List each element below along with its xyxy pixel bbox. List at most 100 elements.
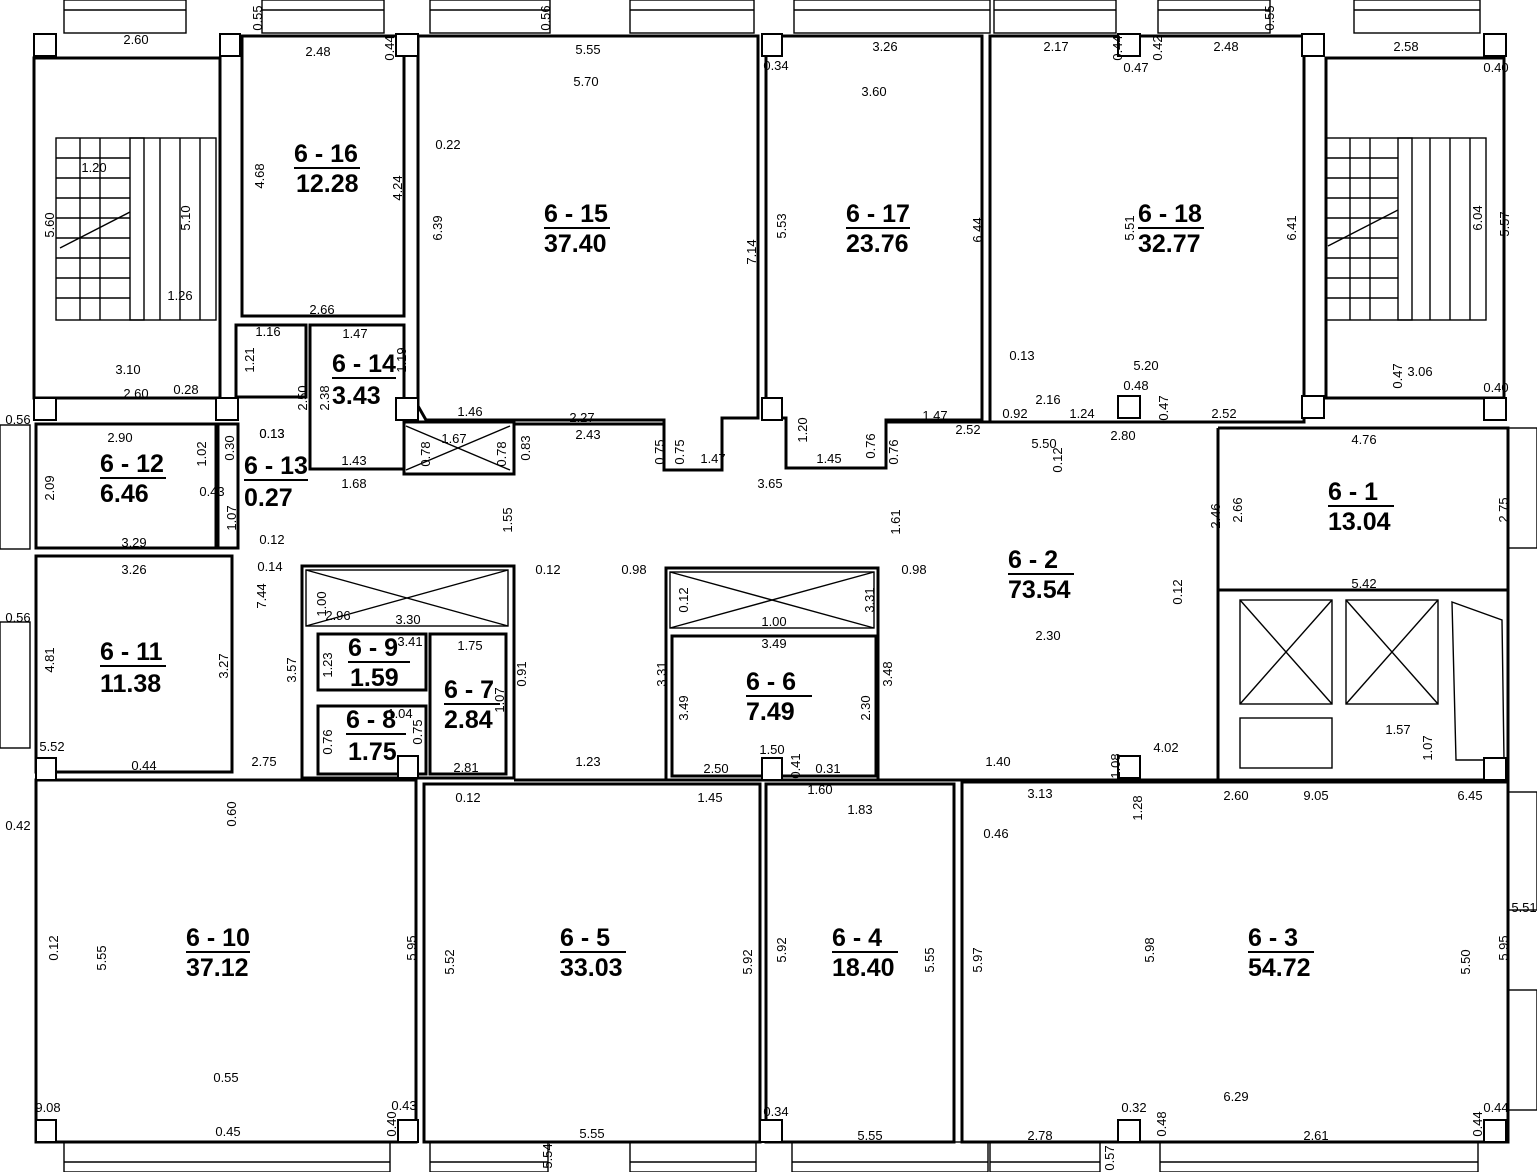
dimension-label: 0.57 xyxy=(1102,1145,1117,1170)
room-area: 54.72 xyxy=(1248,954,1311,982)
dimension-label: 0.41 xyxy=(788,753,803,778)
dimension-label: 0.44 xyxy=(1483,1100,1508,1115)
room-6-9: 6 - 9 1.59 xyxy=(348,634,410,692)
room-id: 6 - 1 xyxy=(1328,478,1378,506)
dimension-label: 3.06 xyxy=(1407,364,1432,379)
room-id: 6 - 17 xyxy=(846,200,910,228)
dimension-label: 5.95 xyxy=(404,935,419,960)
dimension-label: 4.81 xyxy=(42,647,57,672)
room-area: 18.40 xyxy=(832,954,895,982)
dimension-label: 0.34 xyxy=(763,1104,788,1119)
dimension-label: 1.43 xyxy=(341,453,366,468)
dimension-label: 0.76 xyxy=(863,433,878,458)
dimension-label: 5.50 xyxy=(1458,949,1473,974)
dimension-label: 2.52 xyxy=(1211,406,1236,421)
dimension-label: 1.45 xyxy=(697,790,722,805)
dimension-label: 1.47 xyxy=(700,451,725,466)
room-id: 6 - 6 xyxy=(746,668,796,696)
room-id: 6 - 3 xyxy=(1248,924,1298,952)
dimension-label: 2.61 xyxy=(1303,1128,1328,1143)
walls xyxy=(32,34,1510,1144)
dimension-label: 0.12 xyxy=(1050,447,1065,472)
room-id: 6 - 7 xyxy=(444,676,494,704)
dimension-label: 0.42 xyxy=(5,818,30,833)
dimension-label: 0.55 xyxy=(213,1070,238,1085)
dimension-label: 1.07 xyxy=(492,687,507,712)
dimension-label: 2.78 xyxy=(1027,1128,1052,1143)
dimension-label: 0.12 xyxy=(535,562,560,577)
dimension-label: 6.44 xyxy=(970,217,985,242)
dimension-label: 0.43 xyxy=(391,1098,416,1113)
room-area: 32.77 xyxy=(1138,230,1201,258)
room-area: 11.38 xyxy=(100,670,161,698)
dimension-label: 0.75 xyxy=(672,439,687,464)
dimension-label: 5.92 xyxy=(774,937,789,962)
dimension-label: 0.55 xyxy=(250,5,265,30)
dimension-label: 3.31 xyxy=(654,661,669,686)
dimension-label: 0.83 xyxy=(518,435,533,460)
room-area: 33.03 xyxy=(560,954,623,982)
dimension-label: 0.78 xyxy=(494,441,509,466)
room-6-14: 6 - 14 3.43 xyxy=(332,350,396,410)
dimension-label: 5.54 xyxy=(540,1143,555,1168)
dimension-label: 0.47 xyxy=(1390,363,1405,388)
dimension-label: 1.47 xyxy=(922,408,947,423)
room-6-17: 6 - 17 23.76 xyxy=(846,200,910,258)
dimension-label: 1.07 xyxy=(1420,735,1435,760)
dimension-label: 1.16 xyxy=(255,324,280,339)
dimension-label: 0.47 xyxy=(1123,60,1148,75)
dimension-label: 1.50 xyxy=(759,742,784,757)
room-area: 1.75 xyxy=(348,738,397,766)
dimension-label: 1.20 xyxy=(81,160,106,175)
room-id: 6 - 12 xyxy=(100,450,164,478)
room-6-5: 6 - 5 33.03 xyxy=(560,924,626,982)
dimension-label: 1.68 xyxy=(341,476,366,491)
dimension-label: 0.12 xyxy=(455,790,480,805)
dimension-label: 2.60 xyxy=(1223,788,1248,803)
dimension-label: 2.66 xyxy=(1230,497,1245,522)
room-6-6: 6 - 6 7.49 xyxy=(746,668,812,726)
dimension-label: 5.57 xyxy=(1497,211,1512,236)
dimension-label: 2.60 xyxy=(123,32,148,47)
dimension-label: 1.04 xyxy=(387,706,412,721)
room-6-18: 6 - 18 32.77 xyxy=(1138,200,1204,258)
dimension-label: 1.08 xyxy=(1108,753,1123,778)
dimension-label: 2.46 xyxy=(1208,503,1223,528)
room-6-3: 6 - 3 54.72 xyxy=(1248,924,1314,982)
dimension-label: 0.22 xyxy=(435,137,460,152)
dimension-label: 1.20 xyxy=(795,417,810,442)
dimension-label: 3.26 xyxy=(121,562,146,577)
room-6-13: 6 - 13 0.27 xyxy=(244,452,308,512)
room-6-12: 6 - 12 6.46 xyxy=(100,450,166,508)
dimension-label: 1.23 xyxy=(575,754,600,769)
dimension-label: 5.42 xyxy=(1351,576,1376,591)
dimension-label: 5.52 xyxy=(442,949,457,974)
room-id: 6 - 14 xyxy=(332,350,396,378)
dimension-label: 0.14 xyxy=(257,559,282,574)
dimension-label: 2.60 xyxy=(123,386,148,401)
dimension-label: 2.66 xyxy=(309,302,334,317)
dimension-label: 2.75 xyxy=(251,754,276,769)
dimension-label: 3.10 xyxy=(115,362,140,377)
dimension-label: 0.34 xyxy=(763,58,788,73)
room-id: 6 - 18 xyxy=(1138,200,1202,228)
shafts xyxy=(305,425,1439,705)
dimension-label: 5.92 xyxy=(740,949,755,974)
dimension-label: 3.13 xyxy=(1027,786,1052,801)
room-6-10: 6 - 10 37.12 xyxy=(186,924,250,982)
dimension-label: 1.61 xyxy=(888,509,903,534)
dimension-label: 5.95 xyxy=(1496,935,1511,960)
dimension-label: 0.56 xyxy=(538,5,553,30)
dimension-label: 1.55 xyxy=(500,507,515,532)
dimension-label: 1.23 xyxy=(320,652,335,677)
dimension-label: 0.60 xyxy=(224,801,239,826)
dimension-label: 7.14 xyxy=(744,239,759,264)
dimension-label: 1.60 xyxy=(807,782,832,797)
dimension-label: 0.43 xyxy=(199,484,224,499)
room-id: 6 - 2 xyxy=(1008,546,1058,574)
dimension-label: 2.58 xyxy=(1393,39,1418,54)
dimension-label: 2.75 xyxy=(1496,497,1511,522)
room-6-16: 6 - 16 12.28 xyxy=(294,140,360,198)
room-area: 13.04 xyxy=(1328,508,1391,536)
dimension-label: 2.80 xyxy=(1110,428,1135,443)
